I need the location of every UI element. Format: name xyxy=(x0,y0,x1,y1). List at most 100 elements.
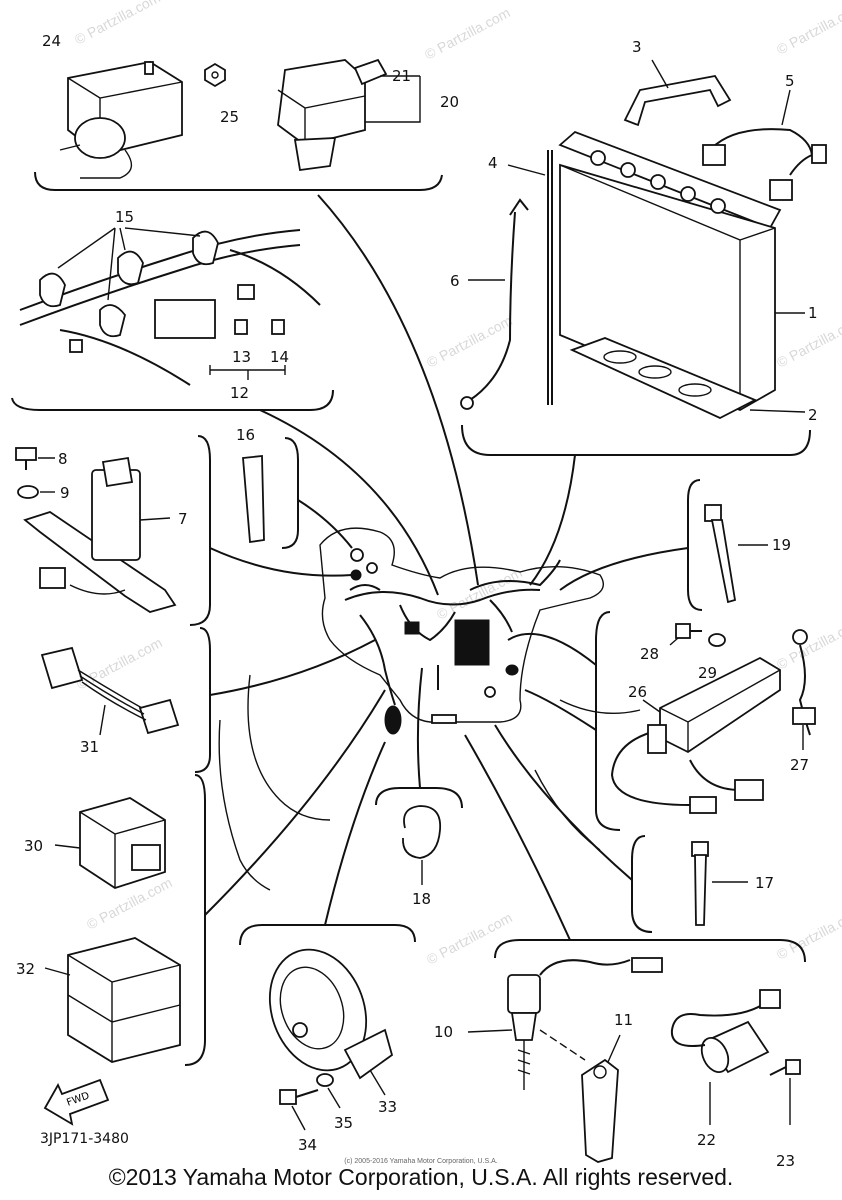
part-12-unit-icon xyxy=(154,299,216,339)
main-harness xyxy=(344,588,541,606)
part-20-relay xyxy=(277,58,421,172)
frame-clamp18 xyxy=(375,787,463,809)
part-23-screw xyxy=(769,1059,801,1125)
terminal-icon xyxy=(144,61,154,75)
watermark-group: © Partzilla.com © Partzilla.com © Partzi… xyxy=(72,0,842,968)
part-10-switch xyxy=(467,957,663,1090)
connector-icon xyxy=(792,707,816,725)
connector-icon xyxy=(689,796,717,814)
cable-tie-icon xyxy=(710,519,737,604)
part-31-sub-harness xyxy=(40,646,180,736)
tie-head-icon xyxy=(691,841,709,857)
callout-22: 22 xyxy=(697,1131,716,1149)
callout-24: 24 xyxy=(42,32,61,50)
frame-switch xyxy=(494,939,806,963)
connector-icon xyxy=(384,705,402,735)
callout-23: 23 xyxy=(776,1152,795,1170)
bolt-icon xyxy=(431,714,457,724)
callout-18: 18 xyxy=(412,890,431,908)
terminal-icon xyxy=(702,144,726,166)
relay-body-icon xyxy=(277,59,366,146)
wire-icon xyxy=(77,669,147,721)
switch-bracket-icon xyxy=(23,511,177,613)
callout-35: 35 xyxy=(334,1114,353,1132)
callout-3: 3 xyxy=(632,38,642,56)
screw-head-icon xyxy=(675,623,691,639)
washer-icon xyxy=(708,633,726,647)
small-copyright: (c) 2005-2016 Yamaha Motor Corporation, … xyxy=(344,1158,498,1165)
callout-line xyxy=(781,89,791,126)
callout-line xyxy=(365,75,421,123)
callout-line xyxy=(44,967,71,976)
horn-icon xyxy=(268,948,368,1072)
leader-line xyxy=(209,547,353,577)
breather-tube-icon xyxy=(547,150,553,405)
callout-28: 28 xyxy=(640,645,659,663)
connector-icon xyxy=(69,339,83,353)
nut-icon xyxy=(484,686,496,698)
watermark: © Partzilla.com xyxy=(774,0,842,58)
terminal-ring-icon xyxy=(460,396,474,410)
callout-12: 12 xyxy=(230,384,249,402)
frame-tube-icon xyxy=(19,244,301,326)
callout-27: 27 xyxy=(790,756,809,774)
callout-line xyxy=(507,164,546,176)
leader-line xyxy=(529,454,576,586)
harness-assembly xyxy=(218,527,641,891)
callout-line xyxy=(99,704,106,736)
watermark: © Partzilla.com xyxy=(74,634,165,692)
connector-icon xyxy=(404,621,420,635)
callout-2: 2 xyxy=(808,406,818,424)
callout-29: 29 xyxy=(698,664,717,682)
frame-tie19 xyxy=(687,479,703,611)
leader-line xyxy=(494,724,633,881)
watermark: © Partzilla.com xyxy=(774,904,842,962)
unit-body-icon xyxy=(67,937,181,1063)
part-8-screw xyxy=(15,447,55,470)
main-component-icon xyxy=(454,619,490,666)
screw-icon xyxy=(769,1066,787,1076)
wire-icon xyxy=(69,584,126,595)
wire-icon xyxy=(610,729,691,806)
leader-lines xyxy=(204,194,689,941)
part-29-washer xyxy=(708,633,726,647)
callout-6: 6 xyxy=(450,272,460,290)
horn-bracket-icon xyxy=(343,1028,394,1080)
watermark: © Partzilla.com xyxy=(424,909,515,967)
watermark: © Partzilla.com xyxy=(424,312,515,370)
part-18-clamp xyxy=(402,805,442,885)
battery-pad-icon xyxy=(569,337,758,420)
callout-33: 33 xyxy=(378,1098,397,1116)
connector-icon xyxy=(350,569,362,581)
frame-relays xyxy=(184,774,206,1066)
bolt-head-icon xyxy=(279,1089,297,1105)
leader-line xyxy=(204,689,386,916)
nut-icon xyxy=(204,62,226,88)
callout-25: 25 xyxy=(220,108,239,126)
fwd-arrow-icon: FWD xyxy=(43,1078,110,1126)
part-1-battery xyxy=(558,130,805,412)
callout-1: 1 xyxy=(808,304,818,322)
washer-icon xyxy=(17,485,39,499)
unit-body-icon xyxy=(659,669,781,752)
leader-line xyxy=(259,409,439,596)
band-icon xyxy=(39,230,219,338)
callout-labels: 1 2 3 4 5 6 7 8 9 10 11 12 13 14 15 16 1… xyxy=(16,32,818,1170)
frame-key xyxy=(189,435,211,626)
callout-13: 13 xyxy=(232,348,251,366)
strap-icon xyxy=(623,75,732,127)
watermark: © Partzilla.com xyxy=(72,0,163,48)
callout-line xyxy=(467,1029,513,1033)
callout-line xyxy=(607,1034,621,1063)
screw-head-icon xyxy=(15,447,37,461)
frame-unit26 xyxy=(595,611,621,831)
bracket-icon xyxy=(581,1058,619,1163)
part-4-tube xyxy=(507,150,553,405)
copyright-footer: ©2013 Yamaha Motor Corporation, U.S.A. A… xyxy=(108,1164,734,1190)
callout-line xyxy=(369,1069,386,1096)
tie-head-icon xyxy=(704,504,722,522)
callout-15: 15 xyxy=(115,208,134,226)
spring-icon xyxy=(517,1049,531,1075)
frame-outline xyxy=(218,719,271,891)
watermark: © Partzilla.com xyxy=(434,564,525,622)
